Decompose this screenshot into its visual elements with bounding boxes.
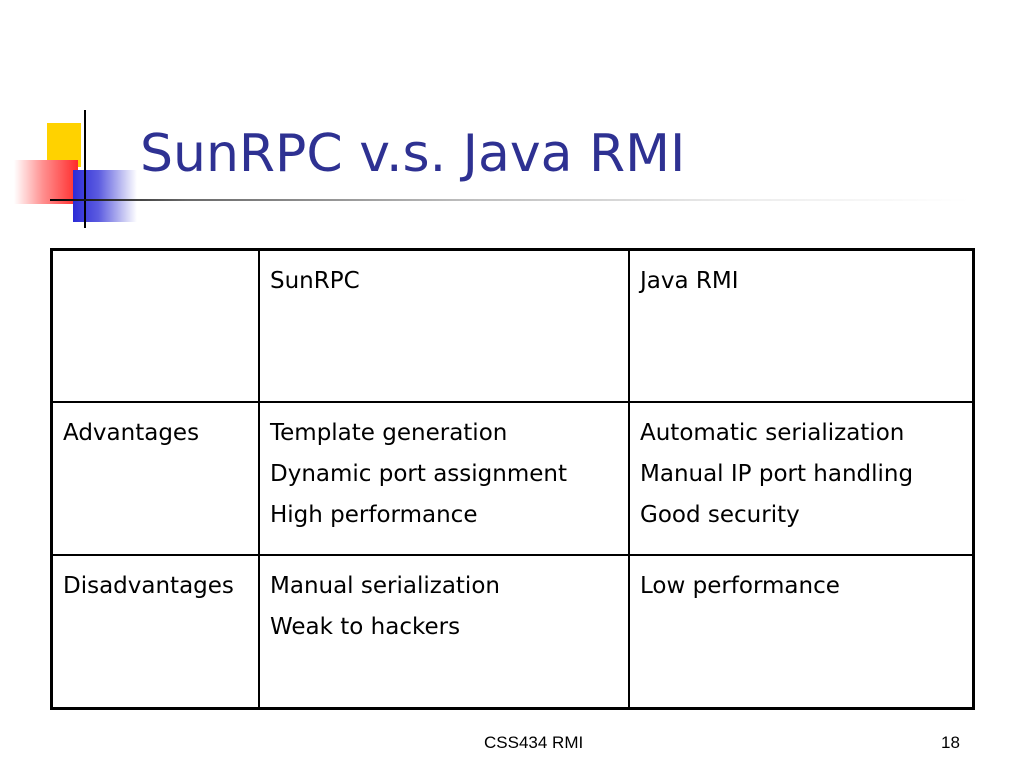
table-row-advantages: Advantages Template generation Dynamic p… [50, 401, 975, 556]
logo-yellow-square [47, 123, 81, 167]
cell-line: Automatic serialization [640, 420, 905, 446]
row-label-disadvantages: Disadvantages [50, 554, 260, 710]
cell-disadvantages-sunrpc: Manual serialization Weak to hackers [258, 554, 630, 710]
table-row-disadvantages: Disadvantages Manual serialization Weak … [50, 554, 975, 710]
page-title: SunRPC v.s. Java RMI [140, 124, 686, 184]
footer-page-number: 18 [941, 733, 960, 752]
logo-red-square [14, 160, 78, 204]
table-header-cell-sunrpc: SunRPC [258, 248, 630, 403]
cell-advantages-sunrpc: Template generation Dynamic port assignm… [258, 401, 630, 556]
cell-disadvantages-javarmi: Low performance [628, 554, 975, 710]
cell-line: High performance [270, 502, 478, 528]
cell-line: Dynamic port assignment [270, 461, 567, 487]
comparison-table: SunRPC Java RMI Advantages Template gene… [50, 248, 975, 710]
cell-advantages-javarmi: Automatic serialization Manual IP port h… [628, 401, 975, 556]
cell-line: Template generation [270, 420, 508, 446]
cell-line: Good security [640, 502, 800, 528]
table-header-cell-javarmi: Java RMI [628, 248, 975, 403]
row-label-advantages: Advantages [50, 401, 260, 556]
cell-line: Manual IP port handling [640, 461, 914, 487]
logo-vertical-line [84, 110, 86, 228]
title-underline [50, 199, 970, 201]
table-header-cell-empty [50, 248, 260, 403]
table-header-row: SunRPC Java RMI [50, 248, 975, 403]
cell-line: Weak to hackers [270, 614, 461, 640]
cell-line: Manual serialization [270, 573, 500, 599]
logo-blue-square [73, 170, 137, 222]
footer-course-label: CSS434 RMI [484, 733, 584, 752]
cell-line: Low performance [640, 573, 840, 599]
